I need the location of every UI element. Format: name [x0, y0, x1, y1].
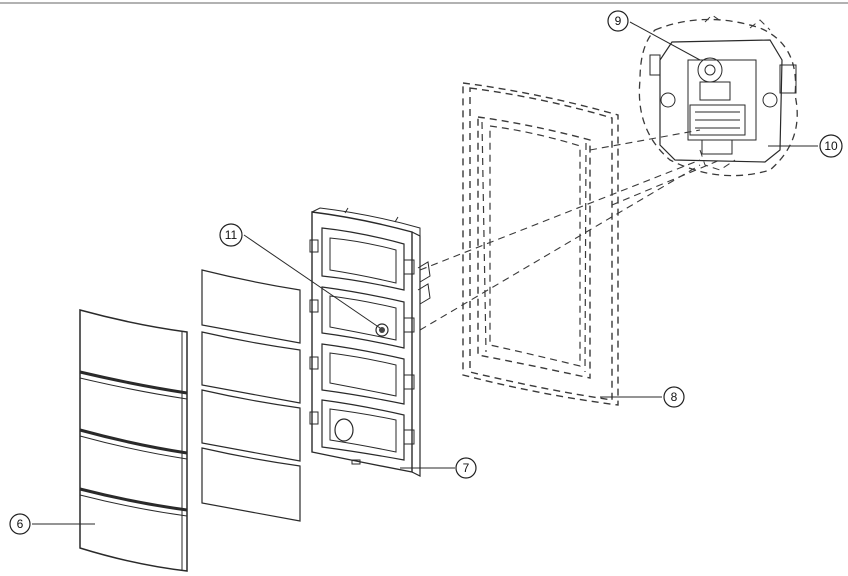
flush-box-part-10 [638, 14, 798, 177]
callout-6: 6 [9, 513, 31, 535]
callout-10-label: 10 [824, 139, 838, 153]
callout-8: 8 [663, 386, 685, 408]
cover-frame-part-8 [462, 82, 619, 406]
support-frame-part-7 [309, 207, 431, 477]
callout-8-label: 8 [671, 390, 678, 404]
callout-7: 7 [455, 457, 477, 479]
front-cover-part-6 [79, 309, 188, 572]
label-plates [201, 269, 301, 522]
callout-11: 11 [219, 223, 243, 247]
callout-7-label: 7 [463, 461, 470, 475]
leader-lines [32, 21, 818, 525]
callout-11-label: 11 [225, 228, 238, 242]
callout-6-label: 6 [17, 517, 24, 531]
callout-10: 10 [819, 134, 843, 158]
alignment-lines [419, 129, 721, 331]
callout-9-label: 9 [615, 14, 622, 28]
callout-9: 9 [607, 10, 629, 32]
